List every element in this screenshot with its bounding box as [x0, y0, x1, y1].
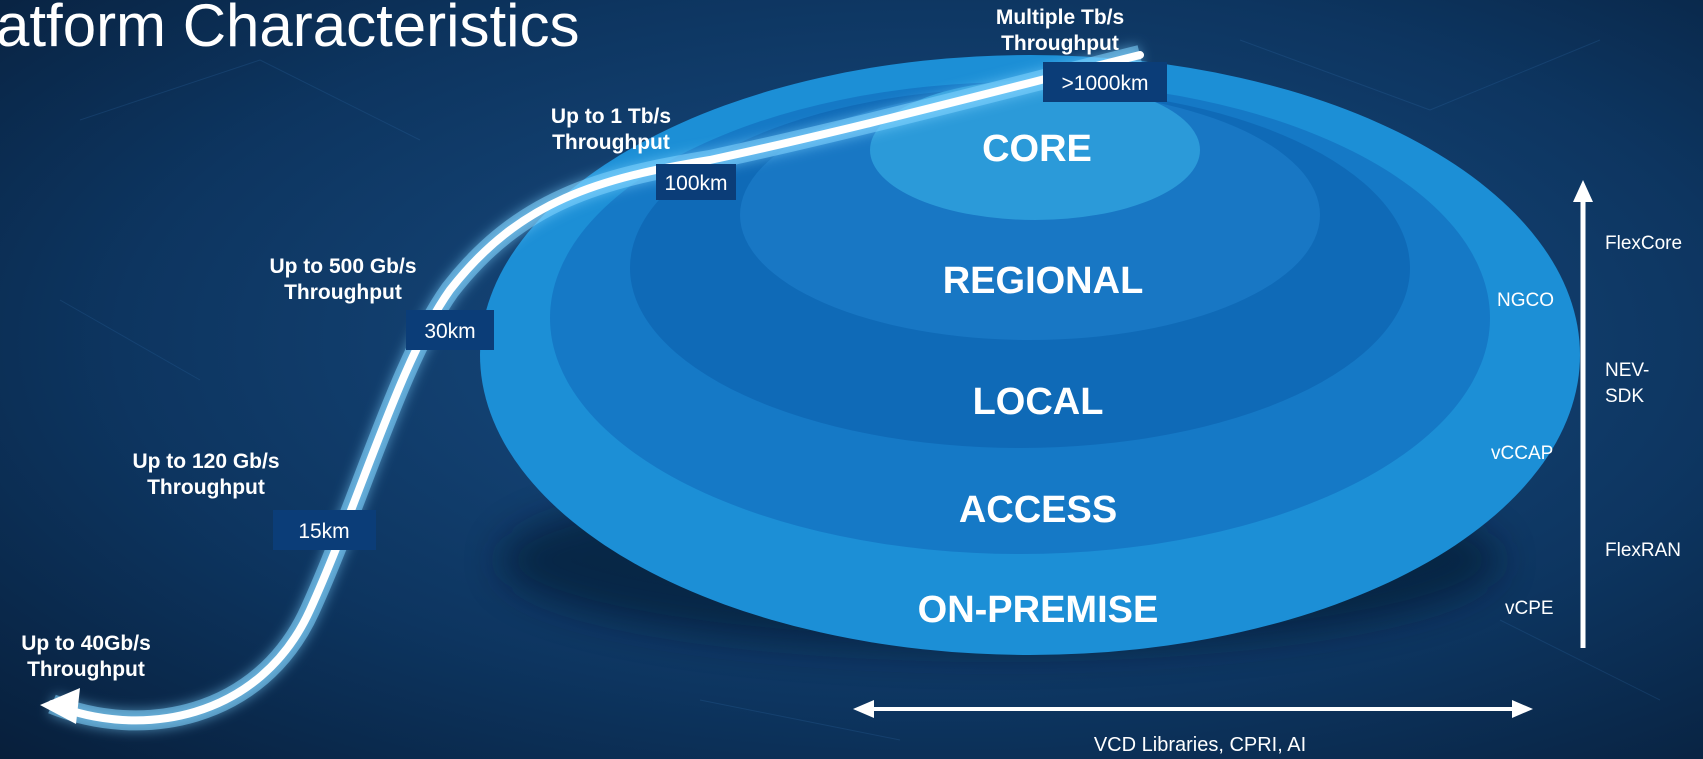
label-vcpe: vCPE: [1505, 598, 1554, 619]
throughput-label-multiple-tbps: Multiple Tb/s Throughput: [996, 6, 1124, 55]
throughput-line1: Multiple Tb/s: [996, 6, 1124, 29]
background-network-lines: [59, 39, 1661, 741]
throughput-line1: Up to 40Gb/s: [21, 632, 151, 655]
throughput-line1: Up to 120 Gb/s: [132, 450, 279, 473]
page-title: atform Characteristics: [0, 0, 579, 59]
distance-label: >1000km: [1062, 72, 1149, 95]
tier-label-core: CORE: [982, 128, 1092, 170]
throughput-label-500gbps: Up to 500 Gb/s Throughput: [269, 255, 416, 304]
tier-label-access: ACCESS: [959, 489, 1117, 531]
distance-box-1000km: >1000km: [1043, 62, 1167, 102]
distance-box-100km: 100km: [656, 164, 736, 200]
throughput-label-120gbps: Up to 120 Gb/s Throughput: [132, 450, 279, 499]
label-nev-sdk-line2: SDK: [1605, 386, 1644, 407]
tier-ellipse-core: [870, 80, 1200, 220]
tier-label-regional: REGIONAL: [943, 260, 1144, 302]
curve-arrowhead-icon: [40, 688, 80, 724]
distance-label: 15km: [298, 520, 349, 543]
label-flexcore: FlexCore: [1605, 233, 1682, 254]
distance-label: 30km: [424, 320, 475, 343]
throughput-curve: [48, 51, 1144, 725]
distance-label: 100km: [664, 172, 727, 195]
label-vccap: vCCAP: [1491, 443, 1553, 464]
throughput-line2: Throughput: [284, 281, 402, 304]
distance-box-15km: 15km: [273, 510, 376, 550]
horizontal-arrow-right-icon: [1512, 700, 1533, 718]
throughput-line1: Up to 1 Tb/s: [551, 105, 671, 128]
throughput-label-40gbps: Up to 40Gb/s Throughput: [21, 632, 151, 681]
throughput-line2: Throughput: [1001, 32, 1119, 55]
throughput-line2: Throughput: [552, 131, 670, 154]
distance-box-30km: 30km: [406, 310, 494, 350]
throughput-line2: Throughput: [147, 476, 265, 499]
label-ngco: NGCO: [1497, 290, 1554, 311]
throughput-label-1tbps: Up to 1 Tb/s Throughput: [551, 105, 671, 154]
throughput-line1: Up to 500 Gb/s: [269, 255, 416, 278]
bottom-label: VCD Libraries, CPRI, AI: [1094, 734, 1306, 756]
tier-label-local: LOCAL: [973, 381, 1104, 423]
label-nev-sdk-line1: NEV-: [1605, 360, 1649, 381]
horizontal-arrow-left-icon: [853, 700, 874, 718]
vertical-arrow-up-icon: [1573, 180, 1593, 202]
label-flexran: FlexRAN: [1605, 540, 1681, 561]
tier-label-on-premise: ON-PREMISE: [918, 589, 1159, 631]
throughput-line2: Throughput: [27, 658, 145, 681]
